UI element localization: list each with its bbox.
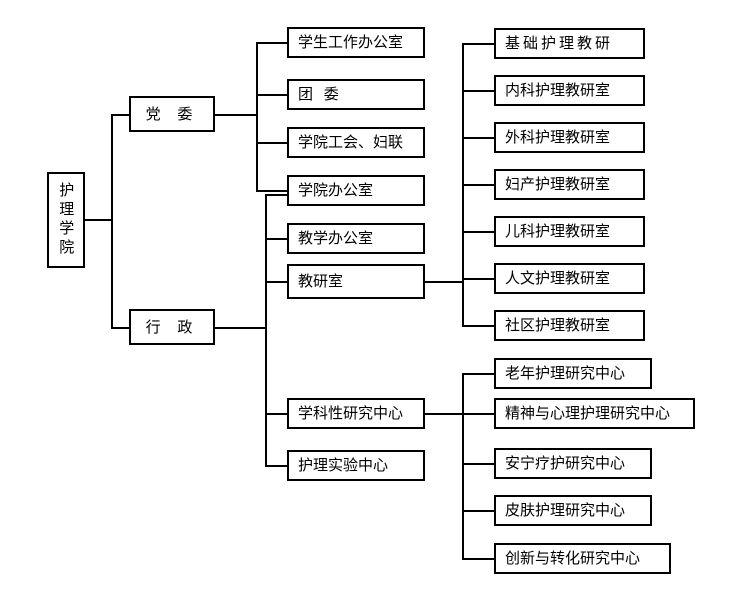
connector-research-branch-2 — [462, 413, 494, 415]
node-nursing-experiment-center[interactable]: 护理实验中心 — [287, 450, 425, 481]
node-college-union-womens-federation[interactable]: 学院工会、妇联 — [287, 127, 425, 158]
connector-root-trunk — [111, 114, 113, 328]
connector-teaching-branch-5 — [462, 231, 494, 233]
connector-research-branch-1 — [462, 373, 494, 375]
connector-admin-branch-3 — [265, 281, 289, 283]
connector-teaching-branch-7 — [462, 325, 494, 327]
connector-research-trunk — [462, 373, 464, 559]
connector-party-branch-2 — [256, 94, 289, 96]
connector-admin-branch-4 — [265, 413, 289, 415]
connector-root-to-party — [111, 114, 129, 116]
node-innovation-translation-research-center[interactable]: 创新与转化研究中心 — [494, 543, 671, 574]
node-internal-medicine-nursing-office[interactable]: 内科护理教研室 — [494, 75, 645, 106]
node-teaching-office[interactable]: 教学办公室 — [287, 223, 425, 254]
connector-party-trunk — [256, 42, 258, 191]
node-teaching-research-section[interactable]: 教研室 — [287, 264, 425, 299]
connector-teaching-branch-4 — [462, 184, 494, 186]
connector-admin-branch-2 — [265, 238, 289, 240]
connector-teaching-stub — [425, 281, 464, 283]
node-administration[interactable]: 行 政 — [129, 309, 215, 345]
node-pediatric-nursing-office[interactable]: 儿科护理教研室 — [494, 216, 645, 247]
connector-root-stub — [85, 219, 113, 221]
connector-research-branch-5 — [462, 558, 494, 560]
connector-root-to-admin — [111, 327, 129, 329]
node-surgical-nursing-office[interactable]: 外科护理教研室 — [494, 122, 645, 153]
node-obstetrics-nursing-office[interactable]: 妇产护理教研室 — [494, 169, 645, 200]
connector-research-stub — [425, 413, 464, 415]
connector-party-branch-1 — [256, 42, 289, 44]
node-fundamental-nursing-office[interactable]: 基础护理教研 — [494, 28, 645, 59]
node-humanistic-nursing-office[interactable]: 人文护理教研室 — [494, 263, 645, 294]
connector-research-branch-3 — [462, 463, 494, 465]
node-student-affairs-office[interactable]: 学生工作办公室 — [287, 27, 425, 58]
connector-admin-trunk — [265, 194, 267, 465]
connector-party-branch-4 — [256, 190, 289, 192]
connector-admin-stub — [215, 327, 267, 329]
node-party-committee[interactable]: 党 委 — [129, 96, 215, 132]
node-discipline-research-center[interactable]: 学科性研究中心 — [287, 398, 425, 429]
connector-teaching-branch-2 — [462, 90, 494, 92]
connector-admin-branch-1 — [265, 194, 289, 196]
connector-teaching-branch-6 — [462, 278, 494, 280]
node-geriatric-nursing-research-center[interactable]: 老年护理研究中心 — [494, 358, 652, 389]
node-hospice-care-research-center[interactable]: 安宁疗护研究中心 — [494, 448, 652, 479]
connector-teaching-branch-3 — [462, 137, 494, 139]
connector-teaching-branch-1 — [462, 43, 494, 45]
node-youth-league-committee[interactable]: 团 委 — [287, 79, 425, 110]
node-skin-nursing-research-center[interactable]: 皮肤护理研究中心 — [494, 495, 652, 526]
connector-party-stub — [215, 114, 258, 116]
node-mental-psychological-nursing-research-center[interactable]: 精神与心理护理研究中心 — [494, 398, 695, 429]
node-college-office[interactable]: 学院办公室 — [287, 175, 425, 206]
node-root-nursing-college[interactable]: 护理学院 — [47, 172, 85, 268]
connector-admin-branch-5 — [265, 465, 289, 467]
node-community-nursing-office[interactable]: 社区护理教研室 — [494, 310, 645, 341]
connector-party-branch-3 — [256, 142, 289, 144]
connector-research-branch-4 — [462, 510, 494, 512]
